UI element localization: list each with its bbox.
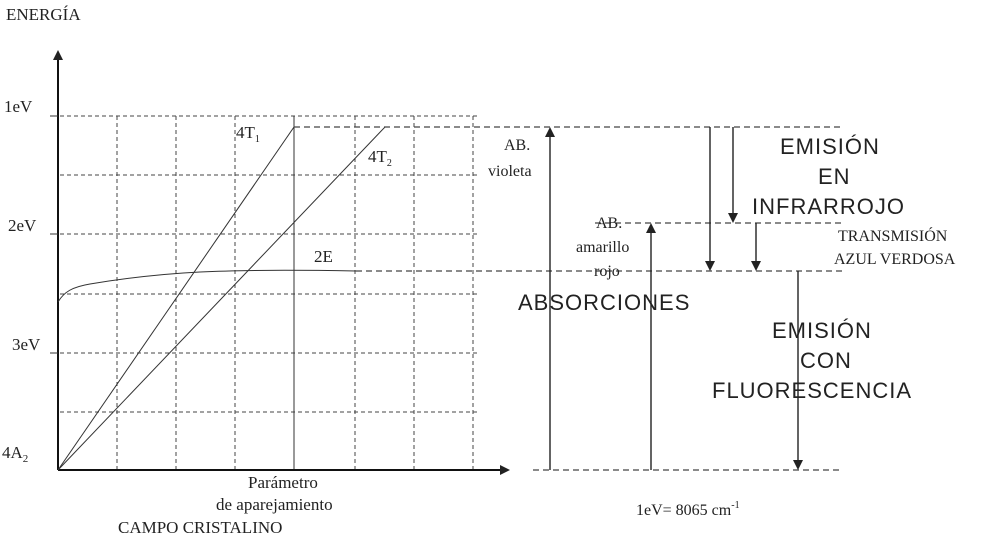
energy-levels: [294, 126, 842, 471]
transition-arrows: [545, 127, 803, 470]
label-ab-violeta-1: AB.: [504, 137, 530, 154]
tick-label-2ev: 2eV: [8, 216, 37, 235]
label-ab-amarillo-1: AB.: [596, 215, 622, 232]
x-axis-title-line3: CAMPO CRISTALINO: [118, 518, 282, 537]
x-axis-title-line2: de aparejamiento: [216, 495, 333, 514]
label-emision-ir-2: EN: [818, 164, 851, 189]
curve-label-4t2: 4T2: [368, 147, 392, 169]
label-ab-amarillo-3: rojo: [594, 263, 620, 280]
label-ab-violeta-2: violeta: [488, 163, 532, 180]
x-axis-title-line1: Parámetro: [248, 473, 318, 492]
curve-label-4t1: 4T1: [236, 123, 260, 145]
label-emision-ir-1: EMISIÓN: [780, 134, 880, 159]
label-transmision-2: AZUL VERDOSA: [834, 251, 956, 268]
curve-2e: [57, 269, 357, 303]
tick-label-1ev: 3eV: [12, 335, 41, 354]
energy-conversion-note: 1eV= 8065 cm-1: [636, 500, 740, 519]
origin-state-label: 4A2: [2, 443, 28, 465]
label-transmision-1: TRANSMISIÓN: [838, 226, 948, 245]
label-ab-amarillo-2: amarillo: [576, 239, 629, 256]
y-axis-title: ENERGÍA: [6, 5, 81, 24]
curve-4t2: [57, 126, 386, 471]
label-fluor-2: CON: [800, 348, 852, 373]
label-fluor-3: FLUORESCENCIA: [712, 378, 912, 403]
curve-4t1: [57, 126, 295, 471]
grid: [60, 115, 480, 470]
curve-label-2e: 2E: [314, 247, 333, 266]
tick-label-3ev: 1eV: [4, 97, 33, 116]
label-absorciones: ABSORCIONES: [518, 290, 690, 315]
axes: [50, 50, 510, 475]
energy-curves: [57, 126, 386, 471]
label-emision-ir-3: INFRARROJO: [752, 194, 905, 219]
label-fluor-1: EMISIÓN: [772, 318, 872, 343]
